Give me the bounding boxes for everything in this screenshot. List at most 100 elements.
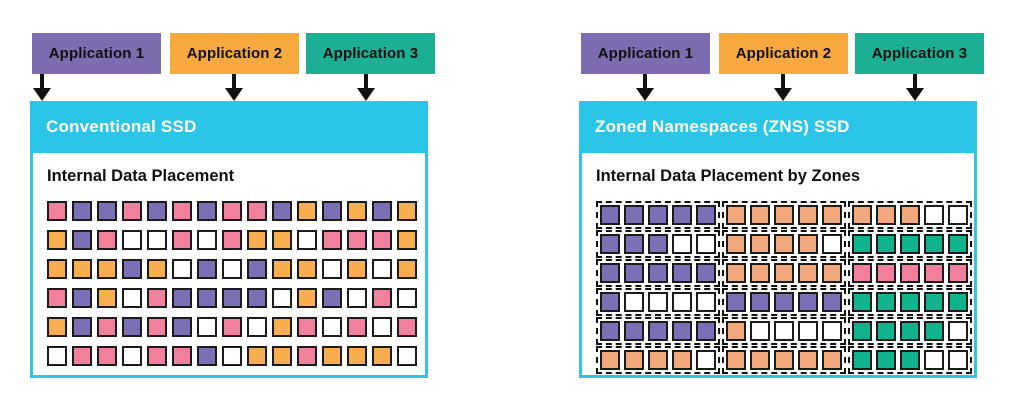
peach-block-cell — [900, 205, 920, 225]
empty-block-cell — [47, 346, 67, 366]
orange-block-cell — [272, 346, 292, 366]
pink-block-cell — [852, 263, 872, 283]
empty-block-cell — [297, 230, 317, 250]
panel-header: Zoned Namespaces (ZNS) SSD — [579, 101, 977, 153]
peach-block-cell — [798, 263, 818, 283]
orange-block-cell — [347, 346, 367, 366]
panel-body-title: Internal Data Placement by Zones — [596, 167, 861, 185]
purple-block-cell — [624, 263, 644, 283]
teal-block-cell — [876, 292, 896, 312]
purple-block-cell — [726, 292, 746, 312]
empty-block-cell — [924, 350, 944, 370]
app-box-2: Application 2 — [719, 33, 848, 74]
peach-block-cell — [774, 350, 794, 370]
purple-block-cell — [672, 321, 692, 341]
purple-block-cell — [774, 292, 794, 312]
zoned-placement-grid — [596, 201, 974, 374]
zone-box — [722, 201, 846, 229]
zone-box — [596, 288, 720, 316]
orange-block-cell — [297, 288, 317, 308]
empty-block-cell — [696, 350, 716, 370]
empty-block-cell — [122, 288, 142, 308]
empty-block-cell — [822, 234, 842, 254]
orange-block-cell — [147, 259, 167, 279]
teal-block-cell — [948, 292, 968, 312]
orange-block-cell — [297, 259, 317, 279]
pink-block-cell — [172, 346, 192, 366]
zone-box — [596, 346, 720, 374]
peach-block-cell — [726, 263, 746, 283]
peach-block-cell — [876, 205, 896, 225]
purple-block-cell — [172, 288, 192, 308]
empty-block-cell — [247, 317, 267, 337]
down-arrow-icon — [636, 74, 654, 101]
zone-box — [722, 230, 846, 258]
grid-row — [47, 230, 425, 250]
empty-block-cell — [822, 321, 842, 341]
pink-block-cell — [948, 263, 968, 283]
zone-box — [596, 317, 720, 345]
peach-block-cell — [774, 263, 794, 283]
peach-block-cell — [852, 205, 872, 225]
grid-row — [47, 259, 425, 279]
purple-block-cell — [600, 263, 620, 283]
empty-block-cell — [924, 205, 944, 225]
conventional-ssd-panel: Conventional SSD Internal Data Placement… — [30, 0, 436, 416]
zone-box — [848, 230, 972, 258]
empty-block-cell — [948, 350, 968, 370]
app-box-2: Application 2 — [170, 33, 299, 74]
empty-block-cell — [397, 346, 417, 366]
pink-block-cell — [222, 230, 242, 250]
peach-block-cell — [822, 350, 842, 370]
empty-block-cell — [322, 259, 342, 279]
pink-block-cell — [222, 317, 242, 337]
pink-block-cell — [47, 288, 67, 308]
purple-block-cell — [197, 346, 217, 366]
peach-block-cell — [624, 350, 644, 370]
panel-body: Internal Data Placement — [30, 153, 428, 378]
zone-box — [722, 317, 846, 345]
zone-box — [848, 346, 972, 374]
empty-block-cell — [347, 288, 367, 308]
teal-block-cell — [900, 292, 920, 312]
pink-block-cell — [372, 230, 392, 250]
peach-block-cell — [750, 205, 770, 225]
grid-row — [596, 201, 974, 229]
purple-block-cell — [197, 288, 217, 308]
purple-block-cell — [600, 321, 620, 341]
peach-block-cell — [726, 321, 746, 341]
orange-block-cell — [347, 259, 367, 279]
empty-block-cell — [696, 234, 716, 254]
purple-block-cell — [672, 263, 692, 283]
orange-block-cell — [322, 346, 342, 366]
purple-block-cell — [624, 234, 644, 254]
zone-box — [596, 259, 720, 287]
peach-block-cell — [726, 350, 746, 370]
zone-box — [722, 346, 846, 374]
pink-block-cell — [222, 201, 242, 221]
orange-block-cell — [47, 317, 67, 337]
purple-block-cell — [72, 317, 92, 337]
pink-block-cell — [122, 201, 142, 221]
zone-box — [722, 288, 846, 316]
purple-block-cell — [197, 201, 217, 221]
purple-block-cell — [247, 288, 267, 308]
down-arrow-icon — [774, 74, 792, 101]
empty-block-cell — [322, 317, 342, 337]
purple-block-cell — [272, 201, 292, 221]
peach-block-cell — [774, 234, 794, 254]
purple-block-cell — [600, 205, 620, 225]
conventional-ssd-box: Conventional SSD Internal Data Placement — [30, 101, 428, 378]
orange-block-cell — [347, 201, 367, 221]
zone-box — [848, 259, 972, 287]
peach-block-cell — [672, 350, 692, 370]
pink-block-cell — [72, 346, 92, 366]
grid-row — [596, 230, 974, 258]
purple-block-cell — [648, 321, 668, 341]
purple-block-cell — [122, 317, 142, 337]
teal-block-cell — [900, 350, 920, 370]
purple-block-cell — [322, 288, 342, 308]
teal-block-cell — [924, 321, 944, 341]
empty-block-cell — [372, 259, 392, 279]
